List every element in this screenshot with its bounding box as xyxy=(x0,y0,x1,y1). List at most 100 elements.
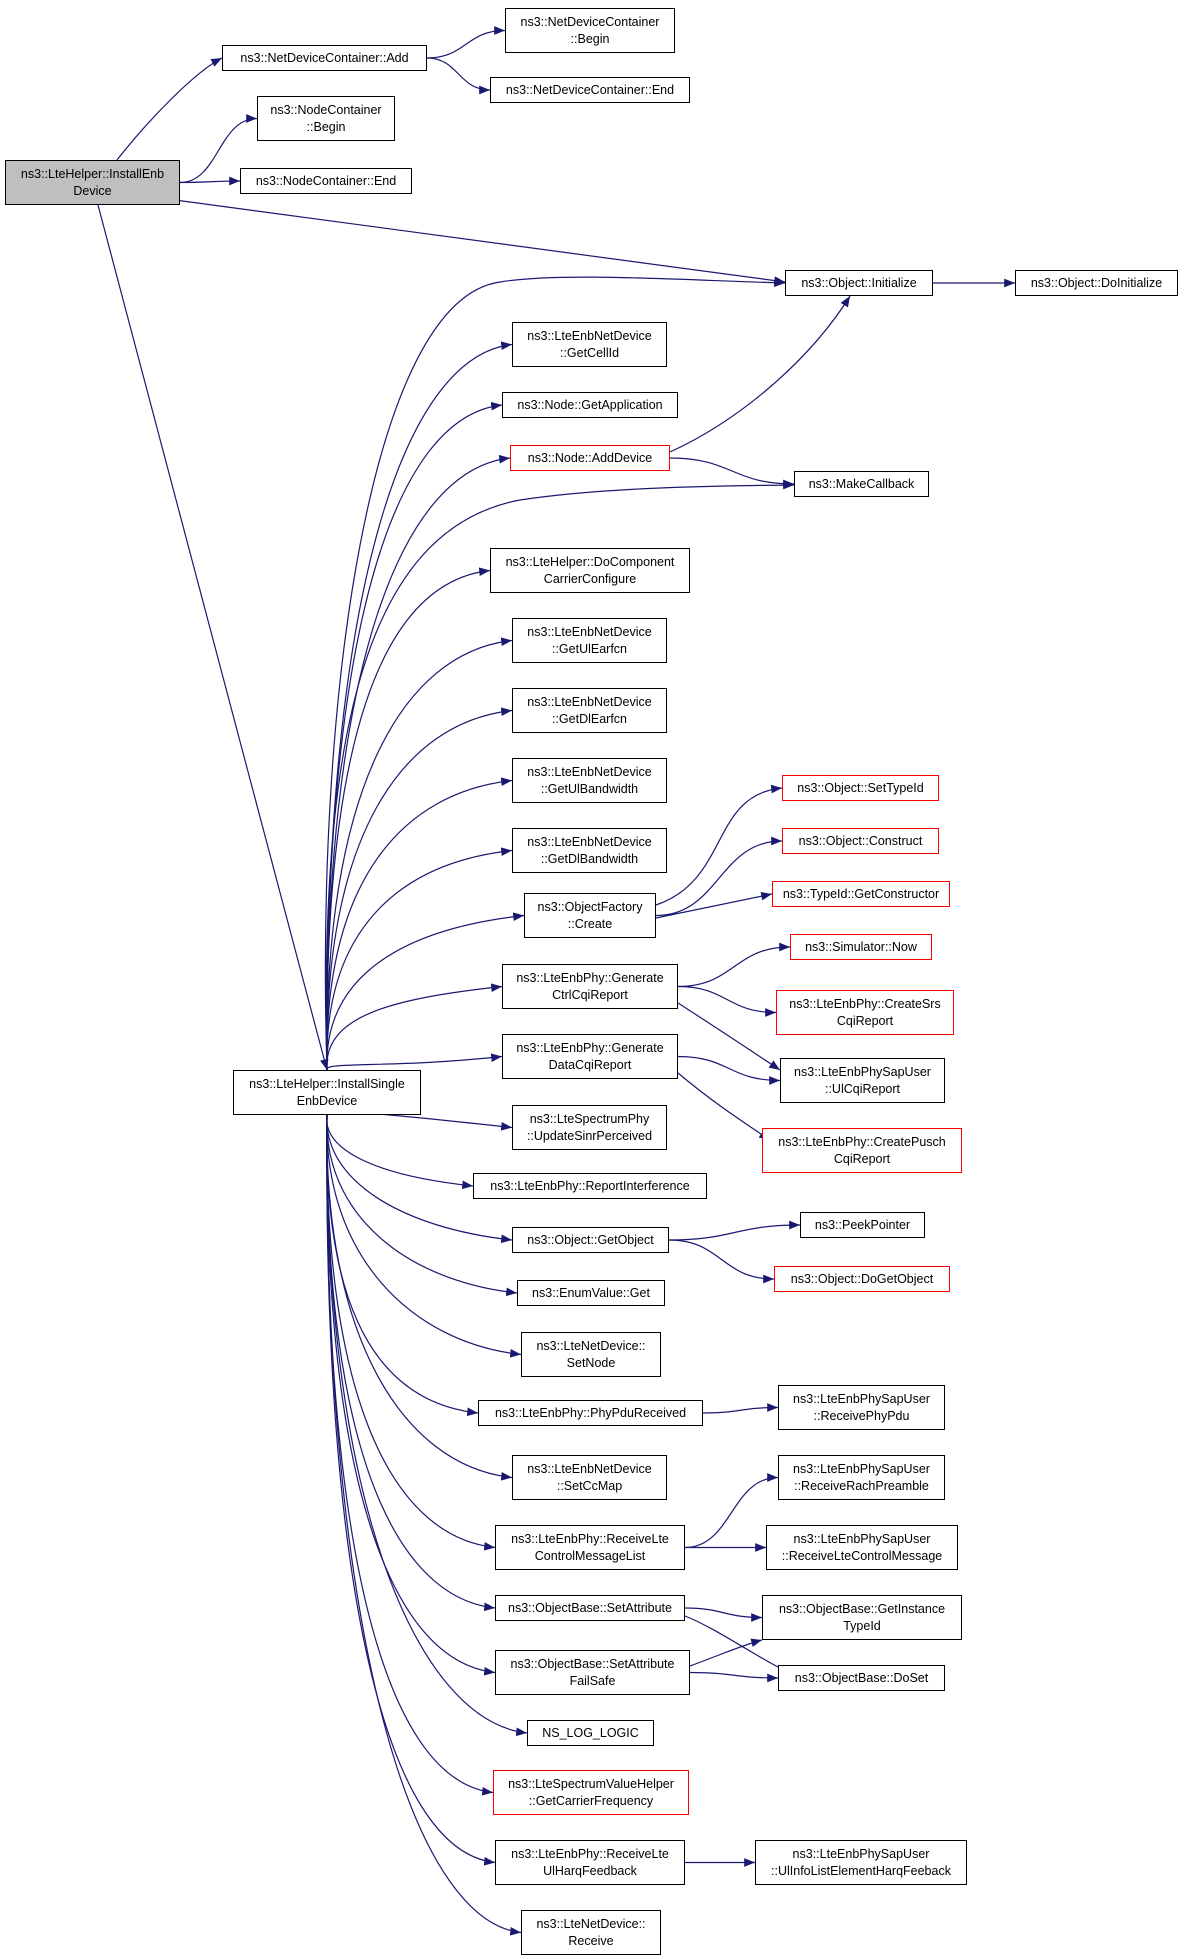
edge-ofCreate-to-construct xyxy=(655,836,783,917)
node-setAttr[interactable]: ns3::ObjectBase::SetAttribute xyxy=(495,1595,685,1621)
node-carrierFreq[interactable]: ns3::LteSpectrumValueHelper::GetCarrierF… xyxy=(493,1770,689,1815)
node-label-line: ::SetCcMap xyxy=(556,1478,623,1493)
node-label-line: ns3::LteEnbPhy::ReportInterference xyxy=(490,1178,690,1193)
node-getApp[interactable]: ns3::Node::GetApplication xyxy=(502,392,678,418)
node-label-line: ns3::LteHelper::InstallSingle xyxy=(249,1076,405,1091)
node-label-line: ns3::LteEnbPhySapUser xyxy=(793,1391,930,1406)
node-ulInfoHarq[interactable]: ns3::LteEnbPhySapUser::UlInfoListElement… xyxy=(755,1840,967,1885)
node-label-line: ns3::LteHelper::DoComponent xyxy=(505,554,675,569)
node-label-line: ns3::Node::AddDevice xyxy=(527,450,653,465)
node-getDlBw[interactable]: ns3::LteEnbNetDevice::GetDlBandwidth xyxy=(512,828,667,873)
edge-root-to-objInit xyxy=(174,199,786,285)
node-recvCtrlMsg[interactable]: ns3::LteEnbPhySapUser::ReceiveLteControl… xyxy=(766,1525,958,1570)
node-label-line: ns3::NodeContainer::End xyxy=(255,173,397,188)
node-getUlBw[interactable]: ns3::LteEnbNetDevice::GetUlBandwidth xyxy=(512,758,667,803)
edge-genCtrl-to-createSrs xyxy=(677,985,777,1017)
node-simNow[interactable]: ns3::Simulator::Now xyxy=(790,934,932,960)
node-enumGet[interactable]: ns3::EnumValue::Get xyxy=(517,1280,665,1306)
node-ulCqi[interactable]: ns3::LteEnbPhySapUser::UlCqiReport xyxy=(780,1058,945,1103)
edge-root2-to-ofCreate xyxy=(326,912,525,1071)
node-label-line: ns3::ObjectFactory xyxy=(537,899,643,914)
node-label-line: ns3::PeekPointer xyxy=(814,1217,911,1232)
node-lndReceive[interactable]: ns3::LteNetDevice::Receive xyxy=(521,1910,661,1955)
node-makeCb[interactable]: ns3::MakeCallback xyxy=(794,471,929,497)
node-ofCreate[interactable]: ns3::ObjectFactory::Create xyxy=(524,893,656,938)
node-label-line: ns3::Object::SetTypeId xyxy=(797,780,924,795)
node-label-line: SetNode xyxy=(566,1355,616,1370)
node-setNode[interactable]: ns3::LteNetDevice::SetNode xyxy=(521,1332,661,1377)
node-label-line: ns3::LteEnbPhySapUser xyxy=(794,1064,931,1079)
node-doSet[interactable]: ns3::ObjectBase::DoSet xyxy=(778,1665,945,1691)
edge-root2-to-getDlBw xyxy=(326,847,513,1071)
node-ncEnd[interactable]: ns3::NodeContainer::End xyxy=(240,168,412,194)
node-getObject[interactable]: ns3::Object::GetObject xyxy=(512,1227,669,1253)
node-setTypeId[interactable]: ns3::Object::SetTypeId xyxy=(782,775,939,801)
node-objDoInit[interactable]: ns3::Object::DoInitialize xyxy=(1015,270,1178,296)
edge-root-to-ncEnd xyxy=(179,176,241,186)
node-label-line: ns3::LteSpectrumValueHelper xyxy=(508,1776,674,1791)
node-getDlEarfcn[interactable]: ns3::LteEnbNetDevice::GetDlEarfcn xyxy=(512,688,667,733)
node-label-line: ::ReceiveLteControlMessage xyxy=(781,1548,943,1563)
node-updSinr[interactable]: ns3::LteSpectrumPhy::UpdateSinrPerceived xyxy=(512,1105,667,1150)
edge-setAttr-to-getInstTid xyxy=(684,1607,763,1622)
node-label-line: CqiReport xyxy=(833,1151,891,1166)
node-ndcAdd[interactable]: ns3::NetDeviceContainer::Add xyxy=(222,45,427,71)
node-label-line: ns3::LteEnbPhy::PhyPduReceived xyxy=(494,1405,687,1420)
edge-ndcAdd-to-ndcEnd xyxy=(426,57,491,95)
edge-ndcAdd-to-ndcBegin xyxy=(426,26,506,59)
node-recvRach[interactable]: ns3::LteEnbPhySapUser::ReceiveRachPreamb… xyxy=(778,1455,945,1500)
node-label-line: ns3::LteEnbNetDevice xyxy=(527,328,652,343)
node-getCellId[interactable]: ns3::LteEnbNetDevice::GetCellId xyxy=(512,322,667,367)
node-getUlEarfcn[interactable]: ns3::LteEnbNetDevice::GetUlEarfcn xyxy=(512,618,667,663)
node-label-line: ns3::LteEnbNetDevice xyxy=(527,1461,652,1476)
node-label-line: ns3::LteEnbPhy::CreatePusch xyxy=(778,1134,946,1149)
node-ndcBegin[interactable]: ns3::NetDeviceContainer::Begin xyxy=(505,8,675,53)
node-label-line: ns3::ObjectBase::SetAttribute xyxy=(508,1600,672,1615)
node-label-line: ns3::ObjectBase::SetAttribute xyxy=(510,1656,675,1671)
edge-root-to-ndcAdd xyxy=(116,57,223,161)
node-objInit[interactable]: ns3::Object::Initialize xyxy=(785,270,933,296)
node-label-line: ::Create xyxy=(567,916,613,931)
node-ndcEnd[interactable]: ns3::NetDeviceContainer::End xyxy=(490,77,690,103)
edge-root2-to-enumGet xyxy=(326,1114,518,1297)
node-phyPdu[interactable]: ns3::LteEnbPhy::PhyPduReceived xyxy=(478,1400,703,1426)
edge-root2-to-doCcc xyxy=(326,567,491,1071)
node-setCcMap[interactable]: ns3::LteEnbNetDevice::SetCcMap xyxy=(512,1455,667,1500)
node-ncBegin[interactable]: ns3::NodeContainer::Begin xyxy=(257,96,395,141)
edge-getObject-to-doGetObject xyxy=(668,1239,775,1284)
node-doGetObject[interactable]: ns3::Object::DoGetObject xyxy=(774,1266,950,1292)
node-label-line: ns3::EnumValue::Get xyxy=(532,1285,650,1300)
node-peekPtr[interactable]: ns3::PeekPointer xyxy=(800,1212,925,1238)
edge-root-to-root2 xyxy=(97,204,329,1071)
node-construct[interactable]: ns3::Object::Construct xyxy=(782,828,939,854)
edge-root2-to-setNode xyxy=(326,1114,522,1358)
node-label-line: ns3::NetDeviceContainer::End xyxy=(505,82,675,97)
node-label-line: ::GetCellId xyxy=(559,345,620,360)
node-recvPhyPdu[interactable]: ns3::LteEnbPhySapUser::ReceivePhyPdu xyxy=(778,1385,945,1430)
edge-root2-to-recvCtrlList xyxy=(326,1114,496,1551)
node-getCtor[interactable]: ns3::TypeId::GetConstructor xyxy=(772,881,950,907)
node-label-line: ControlMessageList xyxy=(534,1548,646,1563)
node-addDevice[interactable]: ns3::Node::AddDevice xyxy=(510,445,670,471)
edge-setAttrFs-to-doSet xyxy=(689,1671,779,1683)
node-label-line: ::GetDlBandwidth xyxy=(540,851,639,866)
node-label-line: ns3::LteSpectrumPhy xyxy=(529,1111,650,1126)
node-repInterf[interactable]: ns3::LteEnbPhy::ReportInterference xyxy=(473,1173,707,1199)
edge-root2-to-getApp xyxy=(326,401,503,1071)
edge-setAttrFs-to-getInstTid xyxy=(689,1638,763,1667)
node-label-line: ns3::MakeCallback xyxy=(808,476,915,491)
node-nsLog[interactable]: NS_LOG_LOGIC xyxy=(527,1720,654,1746)
node-label-line: ns3::NetDeviceContainer::Add xyxy=(240,50,409,65)
